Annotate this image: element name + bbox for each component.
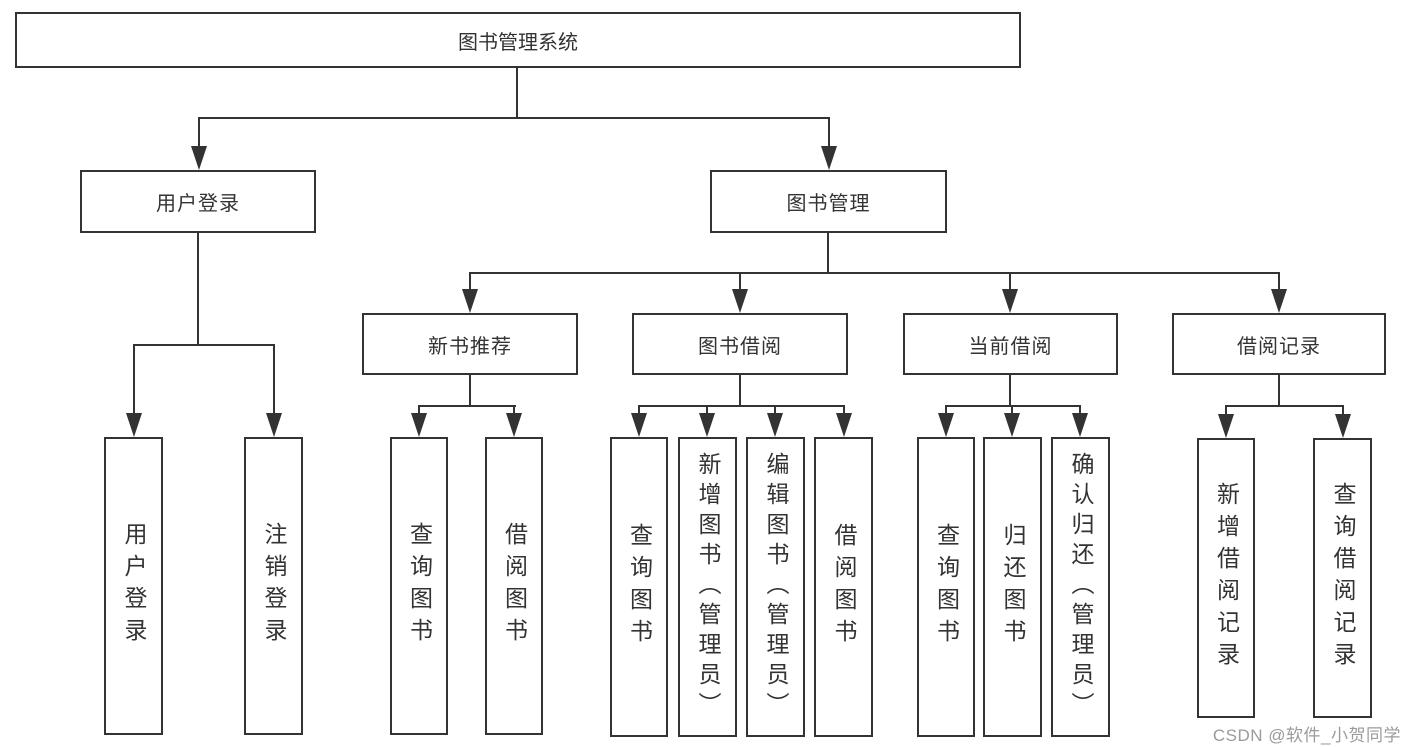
connector-to-user-login: [198, 117, 200, 151]
node-borrow-record-label: 借阅记录: [1237, 335, 1321, 358]
arrow-down-icon: [699, 413, 715, 437]
arrow-down-icon: [191, 146, 207, 170]
leaf-logout-label: 注销登录: [261, 522, 287, 650]
connector-to-book-borrow: [739, 272, 741, 292]
leaf-query-book-current-label: 查询图书: [933, 523, 960, 651]
connector-root-branch: [198, 117, 830, 119]
node-current-borrow-label: 当前借阅: [968, 335, 1053, 358]
arrow-down-icon: [1072, 413, 1088, 437]
leaf-borrow-book-borrow-label: 借阅图书: [831, 523, 857, 651]
leaf-add-book-admin: 新增图书（管理员）: [678, 437, 737, 737]
connector-borrow-record-stub: [1278, 375, 1280, 407]
node-root-label: 图书管理系统: [458, 31, 578, 54]
connector-user-login-stub: [197, 233, 199, 346]
leaf-edit-book-admin: 编辑图书（管理员）: [746, 437, 805, 737]
arrow-down-icon: [126, 413, 142, 437]
connector-to-leaf: [513, 405, 515, 417]
connector-to-leaf: [638, 405, 640, 417]
leaf-return-book-label: 归还图书: [1000, 523, 1026, 651]
leaf-query-borrow-record: 查询借阅记录: [1313, 438, 1372, 718]
connector-to-leaf: [418, 405, 420, 417]
connector-user-login-branch: [133, 344, 275, 346]
leaf-confirm-return-admin-label: 确认归还（管理员）: [1068, 452, 1094, 722]
connector-current-borrow-branch: [945, 405, 1081, 407]
arrow-down-icon: [506, 413, 522, 437]
connector-current-borrow-stub: [1009, 375, 1011, 407]
connector-to-leaf-logout: [273, 344, 275, 418]
csdn-watermark: CSDN @软件_小贺同学: [1212, 726, 1401, 745]
arrow-down-icon: [1218, 414, 1234, 438]
connector-new-book-recommend-branch: [418, 405, 516, 407]
arrow-down-icon: [1271, 289, 1287, 313]
leaf-query-book-recommend-label: 查询图书: [406, 522, 433, 650]
arrow-down-icon: [1335, 414, 1351, 438]
leaf-query-book-recommend: 查询图书: [390, 437, 448, 735]
leaf-borrow-book-recommend: 借阅图书: [485, 437, 543, 735]
arrow-down-icon: [821, 146, 837, 170]
connector-borrow-record-branch: [1225, 405, 1344, 407]
arrow-down-icon: [1002, 289, 1018, 313]
leaf-query-borrow-record-label: 查询借阅记录: [1330, 482, 1356, 674]
arrow-down-icon: [266, 413, 282, 437]
connector-to-leaf: [843, 405, 845, 417]
leaf-return-book: 归还图书: [983, 437, 1042, 737]
leaf-borrow-book-borrow: 借阅图书: [814, 437, 873, 737]
leaf-add-borrow-record: 新增借阅记录: [1197, 438, 1255, 718]
arrow-down-icon: [411, 413, 427, 437]
leaf-add-book-admin-label: 新增图书（管理员）: [695, 452, 721, 722]
node-new-book-recommend-label: 新书推荐: [428, 335, 512, 358]
arrow-down-icon: [767, 413, 783, 437]
node-user-login-label: 用户登录: [156, 193, 240, 215]
connector-to-leaf: [1011, 405, 1013, 417]
arrow-down-icon: [1004, 413, 1020, 437]
leaf-borrow-book-recommend-label: 借阅图书: [501, 522, 528, 650]
leaf-query-book-borrow: 查询图书: [610, 437, 668, 737]
connector-to-leaf: [774, 405, 776, 417]
connector-to-leaf: [706, 405, 708, 417]
leaf-add-borrow-record-label: 新增借阅记录: [1213, 482, 1240, 674]
connector-to-leaf: [1079, 405, 1081, 417]
connector-to-leaf: [1225, 405, 1227, 418]
leaf-user-login: 用户登录: [104, 437, 163, 735]
node-borrow-record: 借阅记录: [1172, 313, 1386, 375]
leaf-logout: 注销登录: [244, 437, 303, 735]
connector-to-leaf: [1342, 405, 1344, 418]
node-book-management: 图书管理: [710, 170, 947, 233]
arrow-down-icon: [732, 289, 748, 313]
arrow-down-icon: [938, 413, 954, 437]
connector-book-management-branch: [469, 272, 1280, 274]
arrow-down-icon: [631, 413, 647, 437]
leaf-confirm-return-admin: 确认归还（管理员）: [1051, 437, 1110, 737]
node-book-borrow-label: 图书借阅: [698, 335, 782, 358]
connector-to-leaf-user-login: [133, 344, 135, 418]
node-root: 图书管理系统: [15, 12, 1021, 68]
node-current-borrow: 当前借阅: [903, 313, 1118, 375]
arrow-down-icon: [462, 289, 478, 313]
connector-to-current-borrow: [1009, 272, 1011, 292]
connector-to-borrow-record: [1278, 272, 1280, 292]
connector-book-management-stub: [827, 233, 829, 274]
leaf-query-book-borrow-label: 查询图书: [626, 523, 653, 651]
connector-root-stub: [516, 68, 518, 119]
connector-to-new-book-recommend: [469, 272, 471, 292]
leaf-query-book-current: 查询图书: [917, 437, 975, 737]
node-book-borrow: 图书借阅: [632, 313, 848, 375]
arrow-down-icon: [836, 413, 852, 437]
connector-to-leaf: [945, 405, 947, 417]
node-user-login: 用户登录: [80, 170, 316, 233]
node-book-management-label: 图书管理: [786, 193, 871, 215]
leaf-user-login-label: 用户登录: [121, 522, 147, 650]
connector-book-borrow-branch: [638, 405, 845, 407]
connector-new-book-recommend-stub: [469, 375, 471, 407]
node-new-book-recommend: 新书推荐: [362, 313, 578, 375]
connector-book-borrow-stub: [739, 375, 741, 407]
connector-to-book-management: [828, 117, 830, 151]
leaf-edit-book-admin-label: 编辑图书（管理员）: [763, 452, 789, 722]
